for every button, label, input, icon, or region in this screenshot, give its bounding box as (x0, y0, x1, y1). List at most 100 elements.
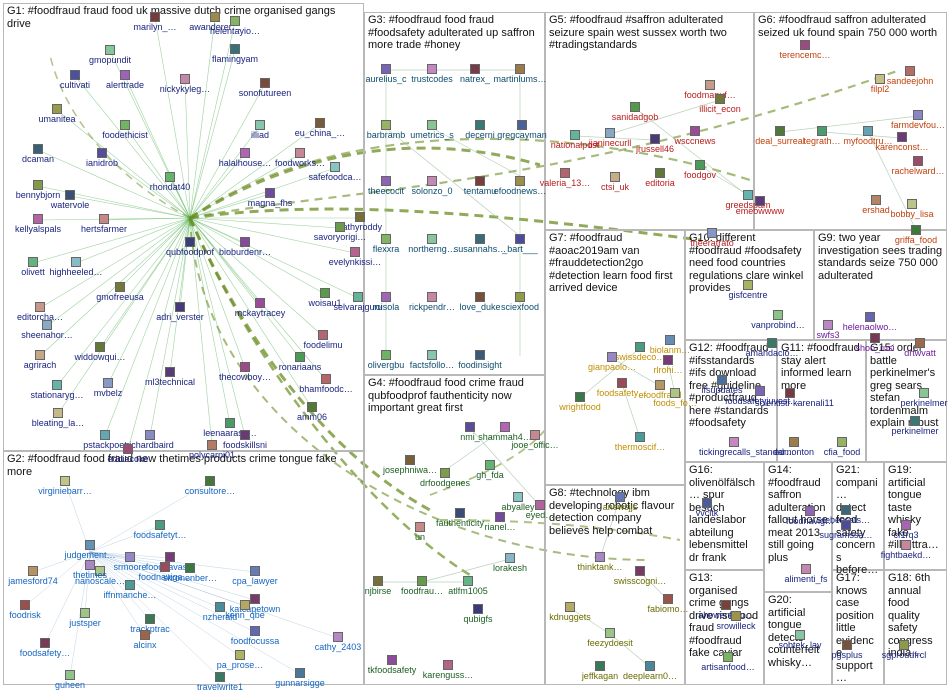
graph-node[interactable]: stationaryg… (22, 380, 92, 400)
graph-node[interactable]: bobby_lisa (877, 199, 947, 219)
graph-node[interactable]: pgsplus (812, 640, 882, 660)
graph-node[interactable]: sobtek_lay (765, 630, 835, 650)
graph-node[interactable]: farmdevfou… (883, 110, 950, 130)
graph-node[interactable]: foodinsight (445, 350, 515, 370)
graph-node[interactable]: cathy_2403 (303, 632, 373, 652)
graph-node[interactable]: nzherald (185, 602, 255, 622)
graph-node[interactable]: kellyalspals (3, 214, 73, 234)
graph-node[interactable]: alimenti_fs (771, 564, 841, 584)
graph-node[interactable]: karenconst… (867, 132, 937, 152)
graph-node[interactable]: skronenber… (155, 563, 225, 583)
graph-node[interactable]: foodskillsni (210, 430, 280, 450)
graph-node[interactable]: thetimes (55, 560, 125, 580)
graph-node[interactable]: flamingyam (200, 44, 270, 64)
graph-node[interactable]: perkinelmer (889, 388, 950, 408)
graph-node[interactable]: magna_fhs (235, 188, 305, 208)
graph-node[interactable]: natrex_ (440, 64, 510, 84)
graph-node[interactable]: fauthenticity (425, 508, 495, 528)
graph-node[interactable]: susannahs… (445, 234, 515, 254)
graph-node[interactable]: jeffkagan (565, 661, 635, 681)
graph-node[interactable]: foodsafety… (10, 638, 80, 658)
graph-node[interactable]: drtwvatt (885, 338, 950, 358)
graph-node[interactable]: helenaolwo… (835, 312, 905, 332)
graph-node[interactable]: decerni (445, 120, 515, 140)
graph-node[interactable]: karenguss… (413, 660, 483, 680)
graph-node[interactable]: srowilleck (701, 611, 771, 631)
graph-node[interactable]: greedspam (713, 190, 783, 210)
graph-node[interactable]: judgement… (55, 540, 125, 560)
graph-node[interactable]: sandeejohn (875, 66, 945, 86)
graph-node[interactable]: aurelius_c (351, 64, 421, 84)
graph-node[interactable]: hertsfarmer (69, 214, 139, 234)
graph-node[interactable]: srmoore (95, 552, 165, 572)
graph-node[interactable]: bennybjorn (3, 180, 73, 200)
graph-node[interactable]: solonzo_0 (397, 176, 467, 196)
graph-node[interactable]: foodrisk (0, 600, 60, 620)
graph-node[interactable]: eddiecoke (93, 444, 163, 464)
graph-node[interactable]: perkinelmer (880, 416, 950, 436)
graph-node[interactable]: foodnaviga… (130, 562, 200, 582)
graph-node[interactable]: tegrath… (787, 126, 857, 146)
graph-node[interactable]: swissdeco… (605, 342, 675, 362)
graph-node[interactable]: shoo_rusi (840, 333, 910, 353)
graph-node[interactable]: shammah4… (470, 422, 540, 442)
graph-node[interactable]: efoodnews… (485, 176, 555, 196)
graph-node[interactable]: emeowwww (725, 196, 795, 216)
graph-node[interactable]: nationalpost (540, 130, 610, 150)
graph-node[interactable]: gregcayman (487, 120, 557, 140)
graph-node[interactable]: virginiebarr… (30, 476, 100, 496)
graph-node[interactable]: agrirach (5, 350, 75, 370)
graph-node[interactable]: olivergbu (351, 350, 421, 370)
graph-node[interactable]: helentayio… (200, 16, 270, 36)
graph-node[interactable]: selvarajguru (323, 292, 393, 312)
graph-node[interactable]: nanoscale… (65, 566, 135, 586)
graph-node[interactable]: edmonton (759, 437, 829, 457)
graph-node[interactable]: adri_verster (145, 302, 215, 322)
graph-node[interactable]: thinktank… (565, 552, 635, 572)
graph-node[interactable]: drfoodgenes (410, 468, 480, 488)
graph-node[interactable]: awanderer… (180, 12, 250, 32)
graph-node[interactable]: bhamfoodc… (291, 374, 361, 394)
graph-node[interactable]: illiad (225, 120, 295, 140)
graph-node[interactable]: marilyn_… (120, 12, 190, 32)
graph-node[interactable]: ctsi_uk (580, 172, 650, 192)
graph-node[interactable]: jooe_offic… (500, 430, 570, 450)
graph-node[interactable]: foods_fo… (640, 388, 710, 408)
graph-node[interactable]: njbirse (343, 576, 413, 596)
graph-node[interactable]: kathyroddy (325, 212, 395, 232)
graph-node[interactable]: highheeled… (41, 257, 111, 277)
graph-node[interactable]: sciexfood (485, 292, 555, 312)
graph-node[interactable]: feezydoesit (575, 628, 645, 648)
graph-node[interactable]: gianpaolo… (577, 352, 647, 372)
graph-node[interactable]: swfs3 (793, 320, 863, 340)
graph-node[interactable]: pa_prose… (205, 650, 275, 670)
graph-node[interactable]: tkfoodsafety (357, 655, 427, 675)
graph-node[interactable]: consultore… (175, 476, 245, 496)
graph-node[interactable]: martinlums… (485, 64, 555, 84)
graph-node[interactable]: gmofreeusa (85, 282, 155, 302)
graph-node[interactable]: travelwrite1 (185, 672, 255, 692)
graph-node[interactable]: swisscogni… (605, 566, 675, 586)
graph-node[interactable]: sanidadgob (600, 102, 670, 122)
graph-node[interactable]: mckaytracey (225, 298, 295, 318)
graph-node[interactable]: jamesford74 (0, 566, 68, 586)
graph-node[interactable]: umanitea (22, 104, 92, 124)
graph-node[interactable]: safefoodca… (300, 162, 370, 182)
graph-node[interactable]: _bart___ (485, 234, 555, 254)
graph-node[interactable]: abyalley (483, 492, 553, 512)
graph-node[interactable]: foodfocussa (220, 626, 290, 646)
graph-node[interactable]: foodgov (665, 160, 735, 180)
graph-node[interactable]: olivett (0, 257, 68, 277)
graph-node[interactable]: bioburdenr… (210, 237, 280, 257)
graph-node[interactable]: rhondat40 (135, 172, 205, 192)
graph-node[interactable]: richardbaird (115, 430, 185, 450)
graph-node[interactable]: sonofutureen (230, 78, 300, 98)
graph-node[interactable]: bleating_la… (23, 408, 93, 428)
graph-node[interactable]: northerng… (397, 234, 467, 254)
graph-node[interactable]: deal_surreal (745, 126, 815, 146)
graph-node[interactable]: fabiomo… (633, 594, 703, 614)
graph-node[interactable]: fightbaekd… (871, 540, 941, 560)
graph-node[interactable]: nickykyleg… (150, 74, 220, 94)
graph-node[interactable]: rianel… (465, 512, 535, 532)
graph-node[interactable]: love_duke (445, 292, 515, 312)
